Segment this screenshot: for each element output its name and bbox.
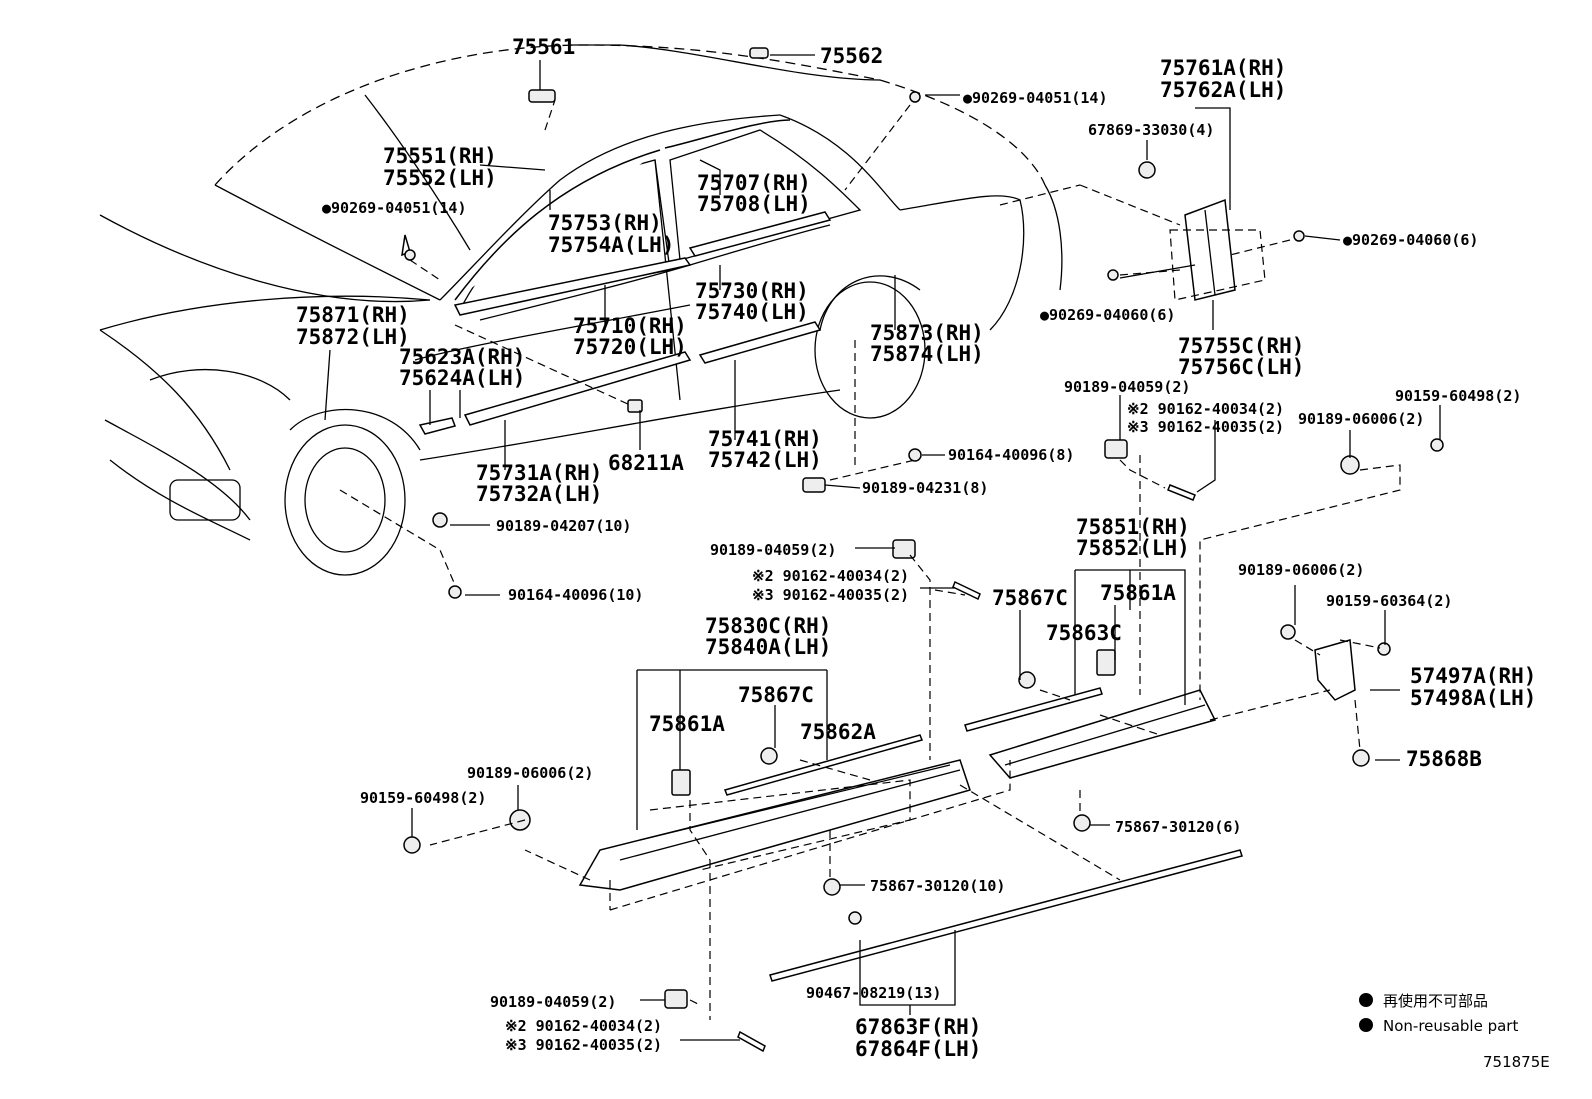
label-75623a: 75623A(RH) [399, 345, 525, 369]
label-75708: 75708(LH) [697, 192, 811, 216]
label-90162-40034-a: ※2 90162-40034(2) [1127, 400, 1284, 418]
label-75863c: 75863C [1046, 621, 1122, 645]
label-75872: 75872(LH) [296, 325, 410, 349]
label-75755c: 75755C(RH) [1178, 334, 1304, 358]
label-90162-40035-b: ※3 90162-40035(2) [752, 586, 909, 604]
label-90164-40096-8: 90164-40096(8) [948, 446, 1074, 464]
bullet-icon [1359, 993, 1373, 1007]
label-90467-08219: 90467-08219(13) [806, 984, 941, 1002]
label-75624a: 75624A(LH) [399, 366, 525, 390]
label-75551: 75551(RH) [383, 144, 497, 168]
label-75742: 75742(LH) [708, 448, 822, 472]
label-75867c-right: 75867C [992, 586, 1068, 610]
label-75730: 75730(RH) [695, 279, 809, 303]
label-75741: 75741(RH) [708, 427, 822, 451]
label-75756c: 75756C(LH) [1178, 355, 1304, 379]
label-75873: 75873(RH) [870, 321, 984, 345]
moldings [418, 47, 832, 435]
label-90189-06006-a: 90189-06006(2) [1298, 410, 1424, 428]
label-90159-60498-b: 90159-60498(2) [360, 789, 486, 807]
legend: 再使用不可部品 Non-reusable part 751875E [1359, 992, 1550, 1071]
fasteners [401, 91, 1444, 1053]
rocker-panels [578, 198, 1356, 982]
label-68211a: 68211A [608, 451, 684, 475]
legend-jp: 再使用不可部品 [1383, 992, 1488, 1010]
label-90189-06006-c: 90189-06006(2) [467, 764, 593, 782]
label-75720: 75720(LH) [573, 335, 687, 359]
label-57498a: 57498A(LH) [1410, 686, 1536, 710]
label-75562: 75562 [820, 44, 883, 68]
label-90269-04060-left: ●90269-04060(6) [1040, 306, 1175, 324]
label-90159-60364: 90159-60364(2) [1326, 592, 1452, 610]
label-90189-04059-b: 90189-04059(2) [710, 541, 836, 559]
leader-lines [324, 44, 1441, 1041]
label-90162-40034-b: ※2 90162-40034(2) [752, 567, 909, 585]
label-75753: 75753(RH) [548, 211, 662, 235]
label-57497a: 57497A(RH) [1410, 664, 1536, 688]
label-90269-04060-right: ●90269-04060(6) [1343, 231, 1478, 249]
label-75740: 75740(LH) [695, 300, 809, 324]
label-75867-30120-6: 75867-30120(6) [1115, 818, 1241, 836]
label-67863f: 67863F(RH) [855, 1015, 981, 1039]
label-75552: 75552(LH) [383, 166, 497, 190]
label-75761a: 75761A(RH) [1160, 56, 1286, 80]
label-75861a-left: 75861A [649, 712, 725, 736]
label-75871: 75871(RH) [296, 303, 410, 327]
figure-id: 751875E [1483, 1053, 1550, 1071]
label-90159-60498-a: 90159-60498(2) [1395, 387, 1521, 405]
label-75851: 75851(RH) [1076, 515, 1190, 539]
label-90269-04051-top: ●90269-04051(14) [963, 89, 1108, 107]
label-75754a: 75754A(LH) [548, 233, 674, 257]
label-90162-40035-a: ※3 90162-40035(2) [1127, 418, 1284, 436]
label-67864f: 67864F(LH) [855, 1037, 981, 1061]
label-75867-30120-10: 75867-30120(10) [870, 877, 1005, 895]
label-90269-04051-left: ●90269-04051(14) [322, 199, 467, 217]
label-75561: 75561 [512, 35, 575, 59]
label-90189-04231: 90189-04231(8) [862, 479, 988, 497]
label-75867c-left: 75867C [738, 683, 814, 707]
label-90189-04207: 90189-04207(10) [496, 517, 631, 535]
label-75868b: 75868B [1406, 747, 1482, 771]
label-75762a: 75762A(LH) [1160, 78, 1286, 102]
label-67869-33030: 67869-33030(4) [1088, 121, 1214, 139]
label-75731a: 75731A(RH) [476, 461, 602, 485]
dashed-connectors [339, 99, 1401, 1020]
label-75840a: 75840A(LH) [705, 635, 831, 659]
label-75707: 75707(RH) [697, 171, 811, 195]
part-labels: 75561 75562 ●90269-04051(14) 75761A(RH) … [296, 35, 1536, 1061]
legend-en: Non-reusable part [1383, 1017, 1518, 1035]
label-90162-40034-c: ※2 90162-40034(2) [505, 1017, 662, 1035]
label-75710: 75710(RH) [573, 314, 687, 338]
label-90189-04059-a: 90189-04059(2) [1064, 378, 1190, 396]
label-75852: 75852(LH) [1076, 536, 1190, 560]
label-90189-04059-c: 90189-04059(2) [490, 993, 616, 1011]
label-90162-40035-c: ※3 90162-40035(2) [505, 1036, 662, 1054]
label-75862a: 75862A [800, 720, 876, 744]
label-90189-06006-b: 90189-06006(2) [1238, 561, 1364, 579]
label-75732a: 75732A(LH) [476, 482, 602, 506]
bullet-icon [1359, 1018, 1373, 1032]
label-75861a-right: 75861A [1100, 581, 1176, 605]
label-75830c: 75830C(RH) [705, 614, 831, 638]
label-90164-40096-10: 90164-40096(10) [508, 586, 643, 604]
label-75874: 75874(LH) [870, 342, 984, 366]
